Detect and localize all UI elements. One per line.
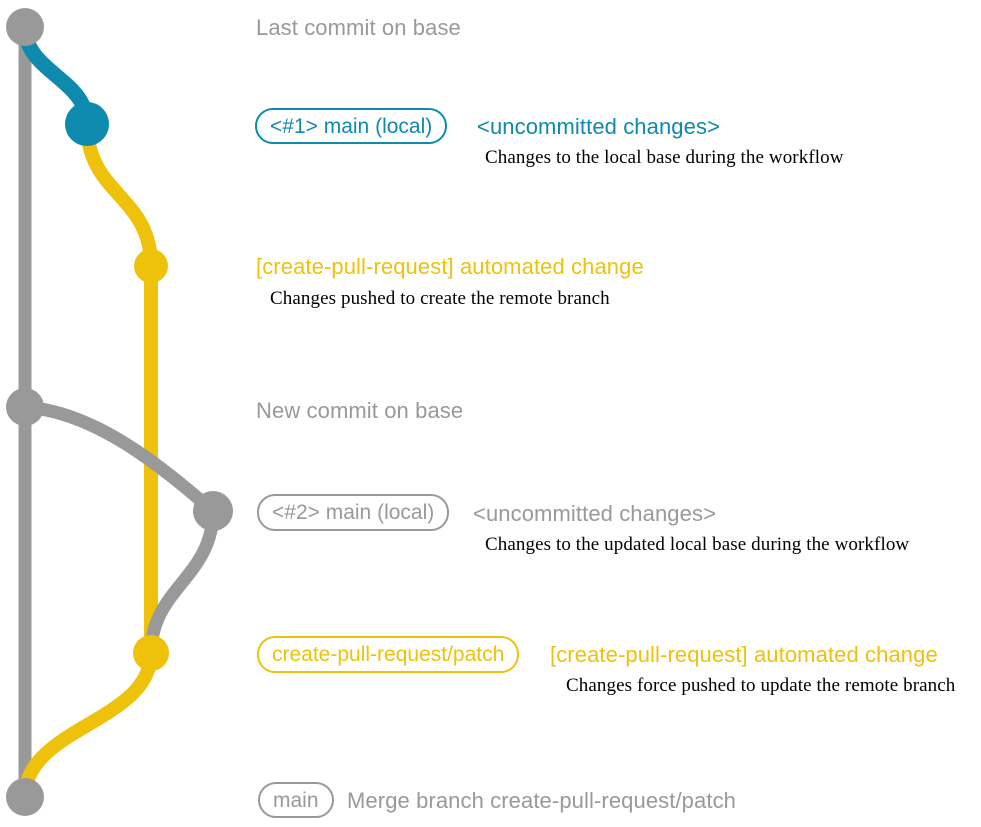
badge-main-merge[interactable]: main <box>258 782 334 818</box>
label-last-commit-on-base: Last commit on base <box>256 15 461 40</box>
message-merge-branch: Merge branch create-pull-request/patch <box>347 788 737 813</box>
label-new-commit-on-base: New commit on base <box>256 398 464 423</box>
message-uncommitted-changes-1: <uncommitted changes> <box>477 114 721 139</box>
gray-branch-line-to-patch <box>144 504 220 660</box>
message-uncommitted-changes-2: <uncommitted changes> <box>473 501 717 526</box>
commit-node-base-merge[interactable] <box>6 778 44 816</box>
note-automated-change-2: Changes force pushed to update the remot… <box>566 675 956 696</box>
commit-node-base-new[interactable] <box>6 388 44 426</box>
commit-node-local-1[interactable] <box>65 102 109 146</box>
branch-graph <box>6 8 233 816</box>
yellow-branch-line-merge <box>18 646 158 804</box>
badge-main-local-1[interactable]: <#1> main (local) <box>255 108 448 144</box>
commit-node-base-last[interactable] <box>6 8 44 46</box>
message-automated-change-2: [create-pull-request] automated change <box>550 642 938 667</box>
commit-node-patch-create[interactable] <box>134 249 168 283</box>
gray-branch-line-to-local2 <box>18 400 220 518</box>
badge-main-local-2[interactable]: <#2> main (local) <box>257 494 450 531</box>
badge-create-pull-request-patch[interactable]: create-pull-request/patch <box>257 636 520 673</box>
commit-node-local-2[interactable] <box>193 491 233 531</box>
yellow-branch-line-upper <box>80 117 158 273</box>
note-automated-change-1: Changes pushed to create the remote bran… <box>270 288 610 309</box>
commit-node-patch-force-push[interactable] <box>133 635 169 671</box>
note-local-change-1: Changes to the local base during the wor… <box>485 147 844 168</box>
message-automated-change-1: [create-pull-request] automated change <box>256 254 644 279</box>
note-local-change-2: Changes to the updated local base during… <box>485 534 910 555</box>
